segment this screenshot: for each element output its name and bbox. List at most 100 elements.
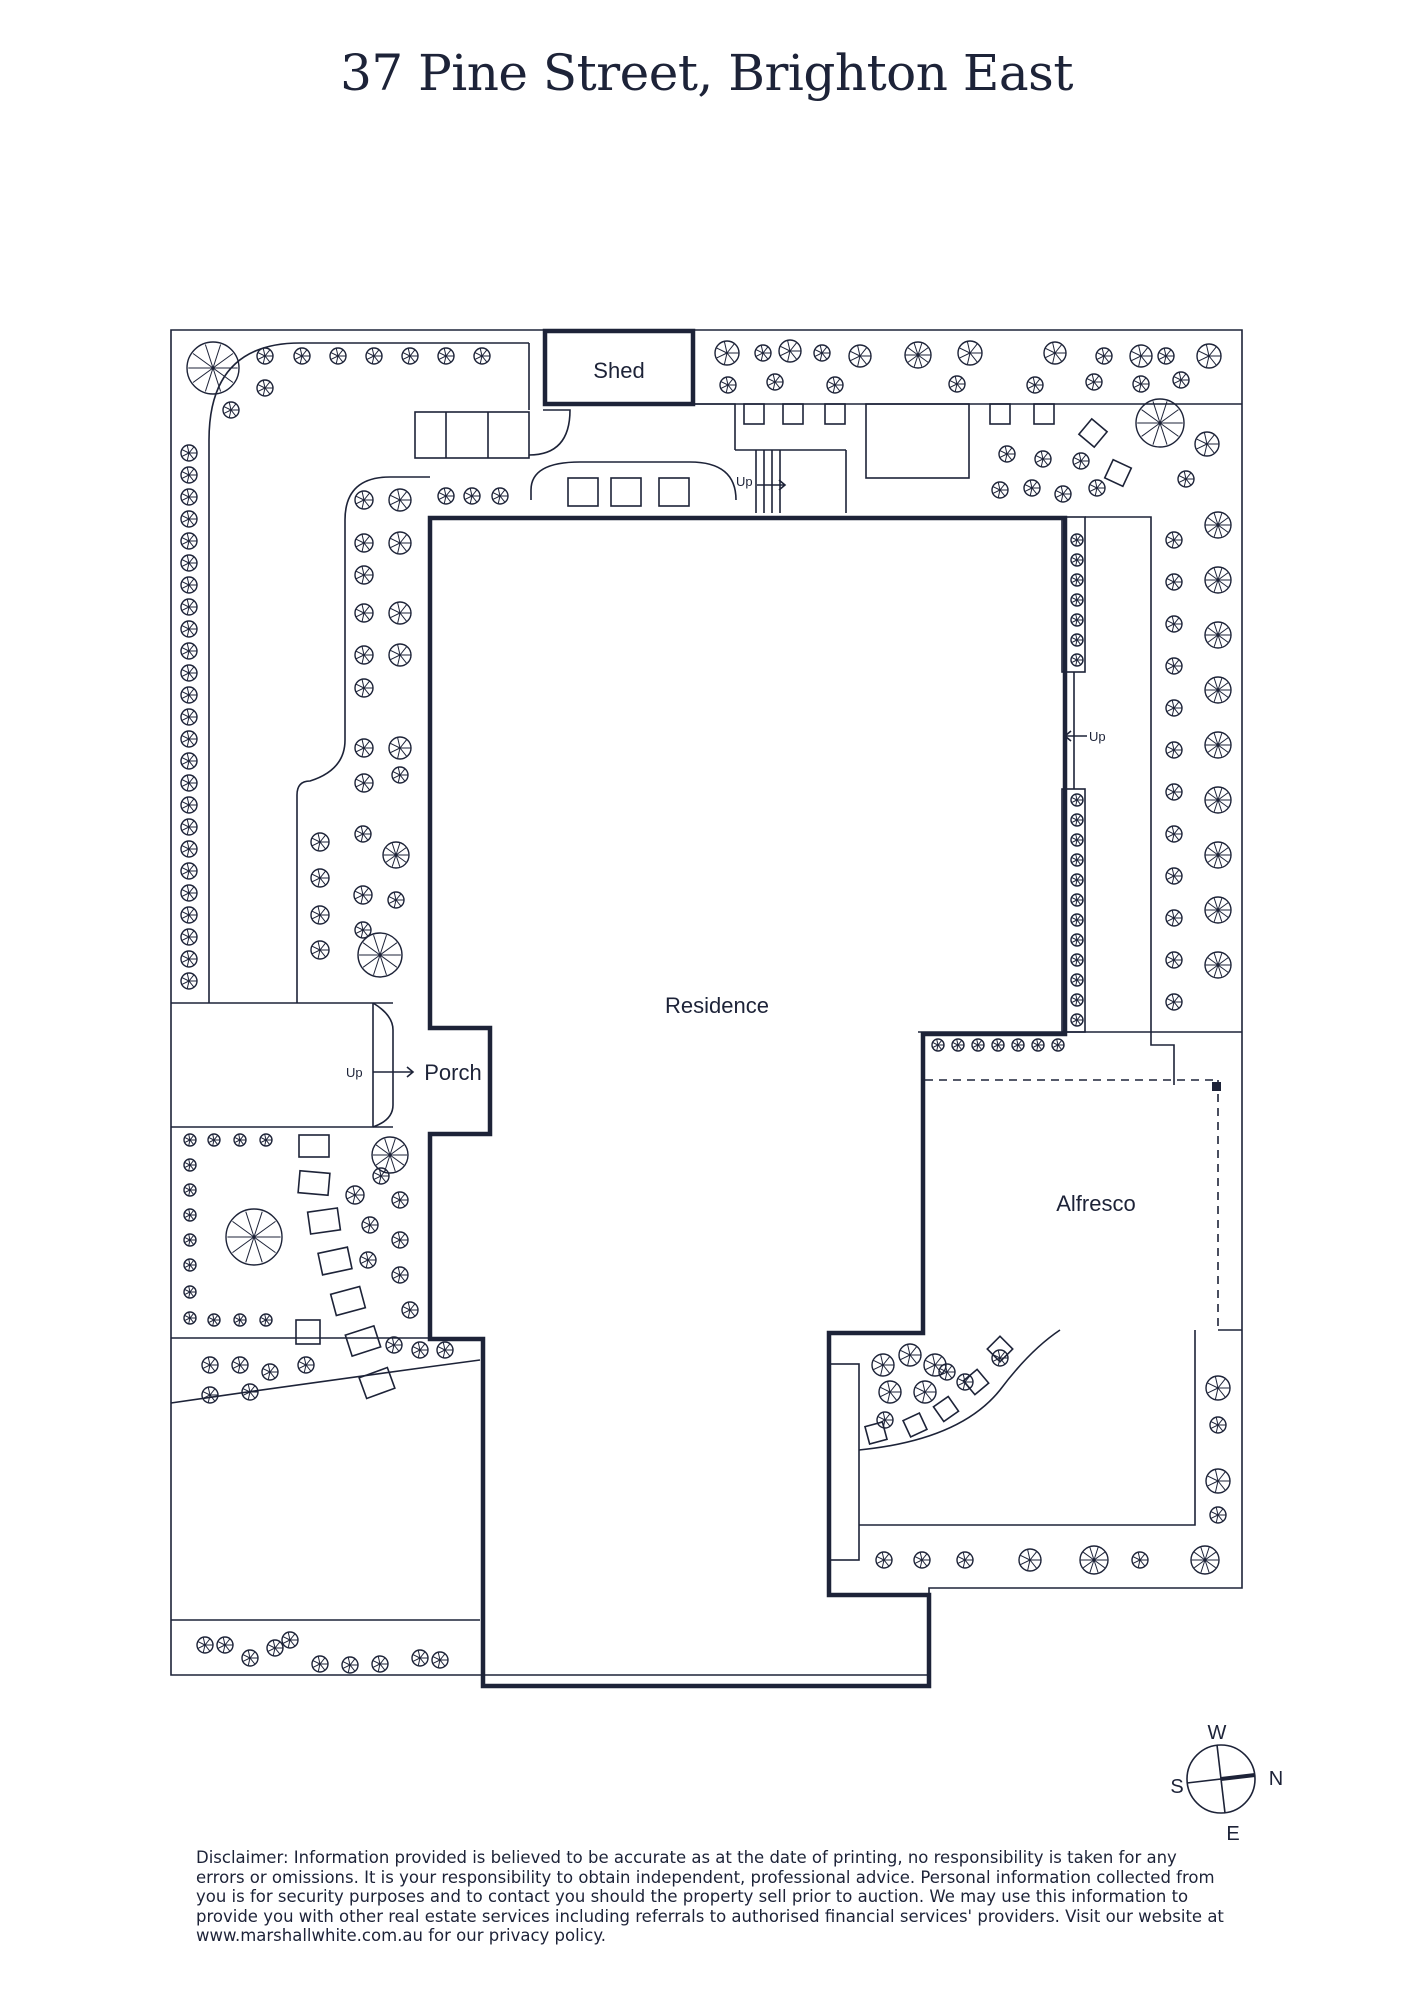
shrub-icon [1070,533,1084,547]
shrub-icon [371,1136,409,1174]
shrub-icon [180,510,198,528]
shrub-icon [183,1208,197,1222]
shrub-icon [391,766,409,784]
up-arrow-icon [778,479,787,491]
shrub-icon [1043,341,1067,365]
residence-outline [427,515,1068,1689]
shrub-icon [1070,953,1084,967]
shrub-icon [297,1356,315,1374]
shrub-icon [1196,343,1222,369]
shrub-icon [437,347,455,365]
paver [344,1324,382,1358]
shrub-icon [180,598,198,616]
shrub-icon [913,1551,931,1569]
shrub-icon [998,445,1016,463]
shrub-icon [813,344,831,362]
shrub-icon [222,401,240,419]
shrub-icon [293,347,311,365]
shrub-icon [913,1380,937,1404]
compass-west: W [1208,1722,1227,1744]
shrub-icon [180,664,198,682]
shrub-icon [180,796,198,814]
paver [295,1319,321,1345]
shrub-icon [719,376,737,394]
shrub-icon [180,620,198,638]
garden-bed-north [530,461,737,501]
shrub-icon [261,1363,279,1381]
shrub-icon [180,818,198,836]
shrub-icon [388,601,412,625]
shrub-icon [1018,1548,1042,1572]
shrub-icon [898,1343,922,1367]
shrub-icon [1070,813,1084,827]
shrub-icon [411,1341,429,1359]
shrub-icon [354,565,374,585]
shrub-icon [180,730,198,748]
shrub-icon [431,1651,449,1669]
shrub-icon [259,1313,273,1327]
shrub-icon [491,487,509,505]
east-path [1085,516,1175,1085]
shrub-icon [354,773,374,793]
shrub-icon [876,1411,894,1429]
shrub-icon [180,906,198,924]
shrub-icon [991,1349,1009,1367]
stairs-up-label-east: Up [1089,729,1106,744]
porch-label: Porch [424,1060,481,1085]
shrub-icon [1070,593,1084,607]
shrub-icon [354,825,372,843]
shrub-icon [180,642,198,660]
paver [358,1366,396,1400]
shrub-icon [401,1301,419,1319]
shrub-icon [1172,371,1190,389]
shrub-icon [401,347,419,365]
shrub-icon [354,678,374,698]
shrub-icon [382,841,410,869]
paver [824,403,846,425]
shrub-icon [1165,615,1183,633]
shrub-icon [365,347,383,365]
shrub-icon [1079,1545,1109,1575]
shrub-icon [1054,485,1072,503]
shrub-icon [904,341,932,369]
shrub-icon [1209,1506,1227,1524]
shrub-icon [180,532,198,550]
shrub-icon [1070,973,1084,987]
shrub-icon [186,341,240,395]
shrub-icon [1205,1375,1231,1401]
shrub-icon [931,1038,945,1052]
shrub-icon [1129,344,1153,368]
shrub-icon [180,884,198,902]
shrub-icon [183,1311,197,1325]
shrub-icon [1026,376,1044,394]
shrub-icon [957,340,983,366]
bench [828,1363,860,1561]
shrub-icon [231,1356,249,1374]
shrub-icon [183,1158,197,1172]
shrub-icon [1165,699,1183,717]
shrub-icon [437,487,455,505]
shrub-icon [463,487,481,505]
shrub-icon [207,1133,221,1147]
shrub-icon [201,1386,219,1404]
page-title: 37 Pine Street, Brighton East [340,44,1073,102]
shrub-icon [354,921,372,939]
shrub-icon [1070,833,1084,847]
path-border [693,403,736,450]
shrub-icon [436,1341,454,1359]
shrub-icon [1165,531,1183,549]
paver [782,403,804,425]
shrub-icon [183,1183,197,1197]
shrub-icon [233,1133,247,1147]
shrub-icon [1072,452,1090,470]
shrub-icon [1070,1013,1084,1027]
shrub-icon [216,1636,234,1654]
shrub-icon [388,488,412,512]
paver [658,477,690,507]
alfresco-label: Alfresco [1056,1191,1135,1216]
shrub-icon [225,1208,283,1266]
shrub-icon [1070,913,1084,927]
shrub-icon [1165,909,1183,927]
shrub-icon [354,533,374,553]
